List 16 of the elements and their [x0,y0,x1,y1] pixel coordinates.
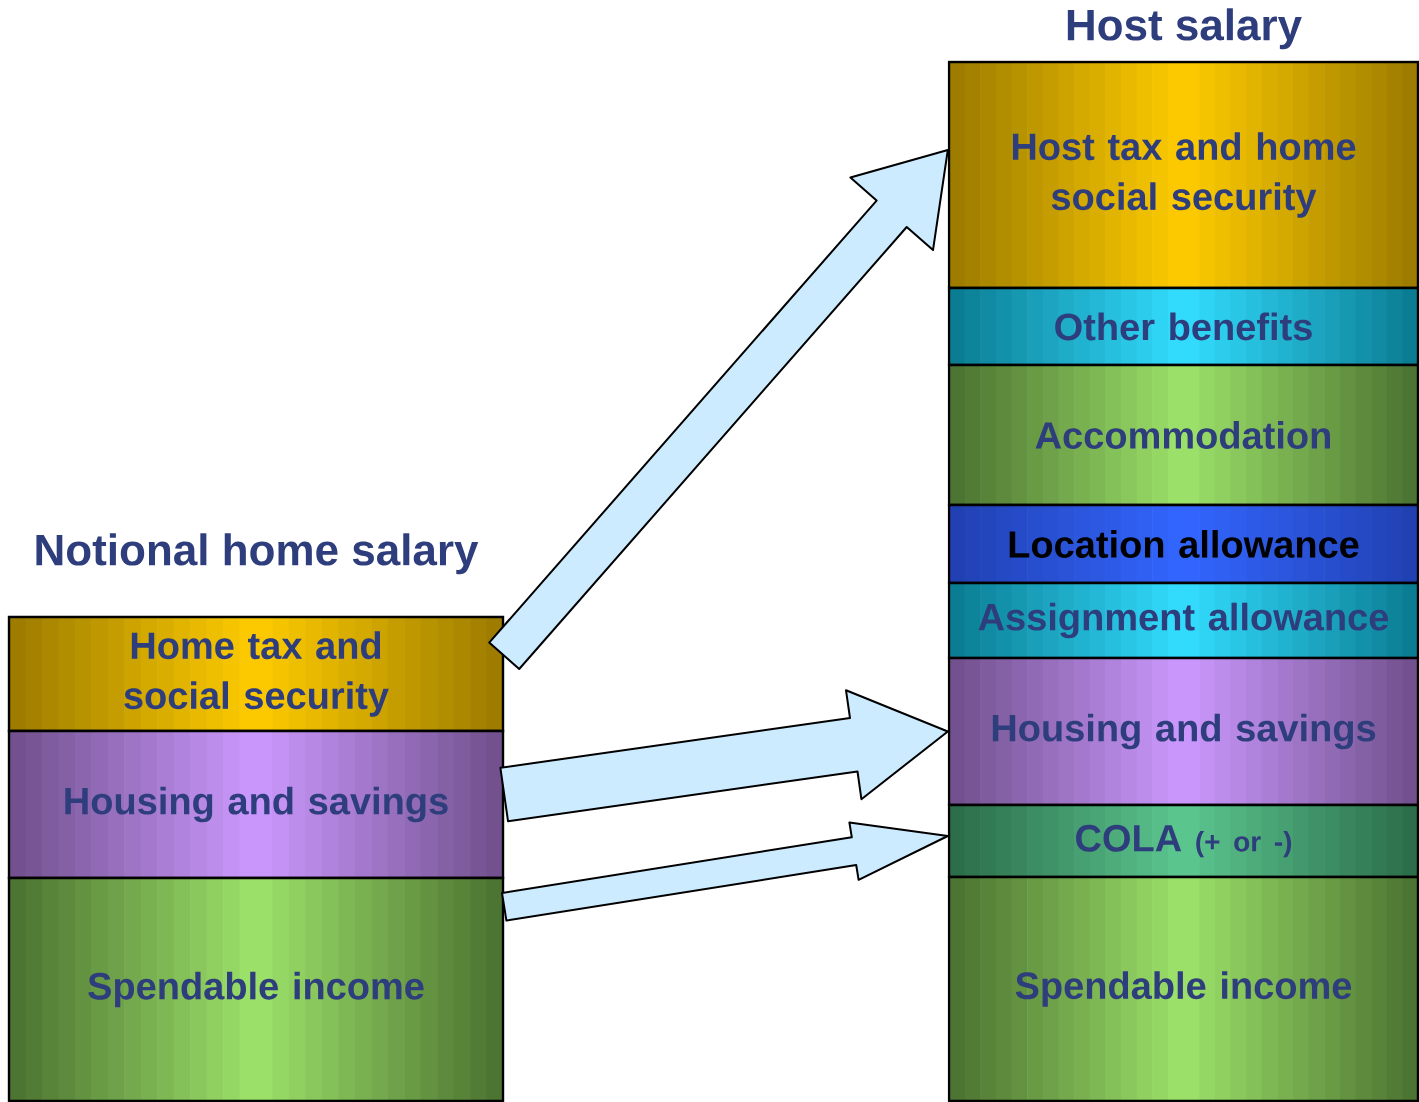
stack-block: Accommodation [947,363,1419,507]
stack-block: Housing and savings [7,729,505,880]
stack-block: Host tax and home social security [947,60,1419,290]
block-arrow [488,149,949,670]
column-heading: Host salary [1067,8,1302,50]
column-heading: Notional home salary [36,533,479,575]
block-arrow [501,821,949,922]
block-arrow [499,689,949,823]
stack-block: Spendable income [947,875,1419,1102]
stack-block: COLA (+ or -) [947,803,1419,879]
stack-block: Assignment allowance [947,581,1419,660]
stack-block: Home tax and social security [7,615,505,733]
stack-block: Housing and savings [947,656,1419,807]
stack-block: Other benefits [947,286,1419,367]
stack-block: Spendable income [7,876,505,1102]
stack-block: Location allowance [947,503,1419,585]
